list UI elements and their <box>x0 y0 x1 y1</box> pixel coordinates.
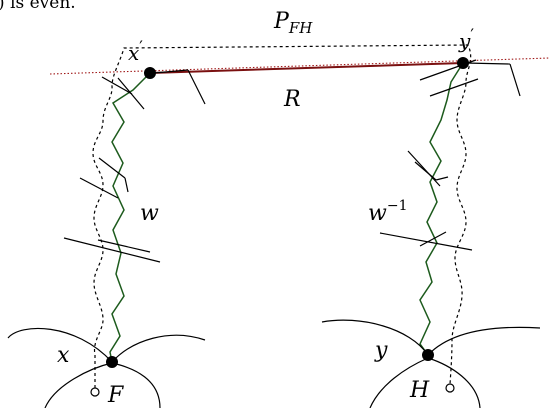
segment-r <box>149 62 464 74</box>
path-p-fh <box>92 44 472 388</box>
crossing-lines-right <box>379 59 521 251</box>
vertex-y-prime <box>457 57 469 69</box>
label-x: x <box>57 343 70 368</box>
path-w-inverse <box>419 62 464 356</box>
region-curve-left-lower <box>44 362 161 408</box>
region-curve-right-upper <box>321 319 541 356</box>
label-f: F <box>107 383 124 408</box>
open-point-right <box>445 383 455 393</box>
label-h: H <box>409 378 430 403</box>
path-w <box>109 72 151 363</box>
label-w-inverse: w−1 <box>368 198 407 226</box>
label-r: R <box>283 87 301 112</box>
open-point-left <box>90 387 100 397</box>
caption-fragment: ) is even. <box>0 0 76 13</box>
label-w: w <box>140 201 159 226</box>
region-curve-left-upper <box>7 327 206 363</box>
crossing-lines-left <box>63 69 206 263</box>
label-p-fh: PFH <box>273 9 313 37</box>
label-y-prime: y′ <box>458 25 474 53</box>
vertex-x <box>106 356 118 368</box>
vertex-x-prime <box>144 67 156 79</box>
label-y: y <box>374 338 388 363</box>
label-x-prime: x′ <box>128 37 143 65</box>
vertex-y <box>422 349 434 361</box>
